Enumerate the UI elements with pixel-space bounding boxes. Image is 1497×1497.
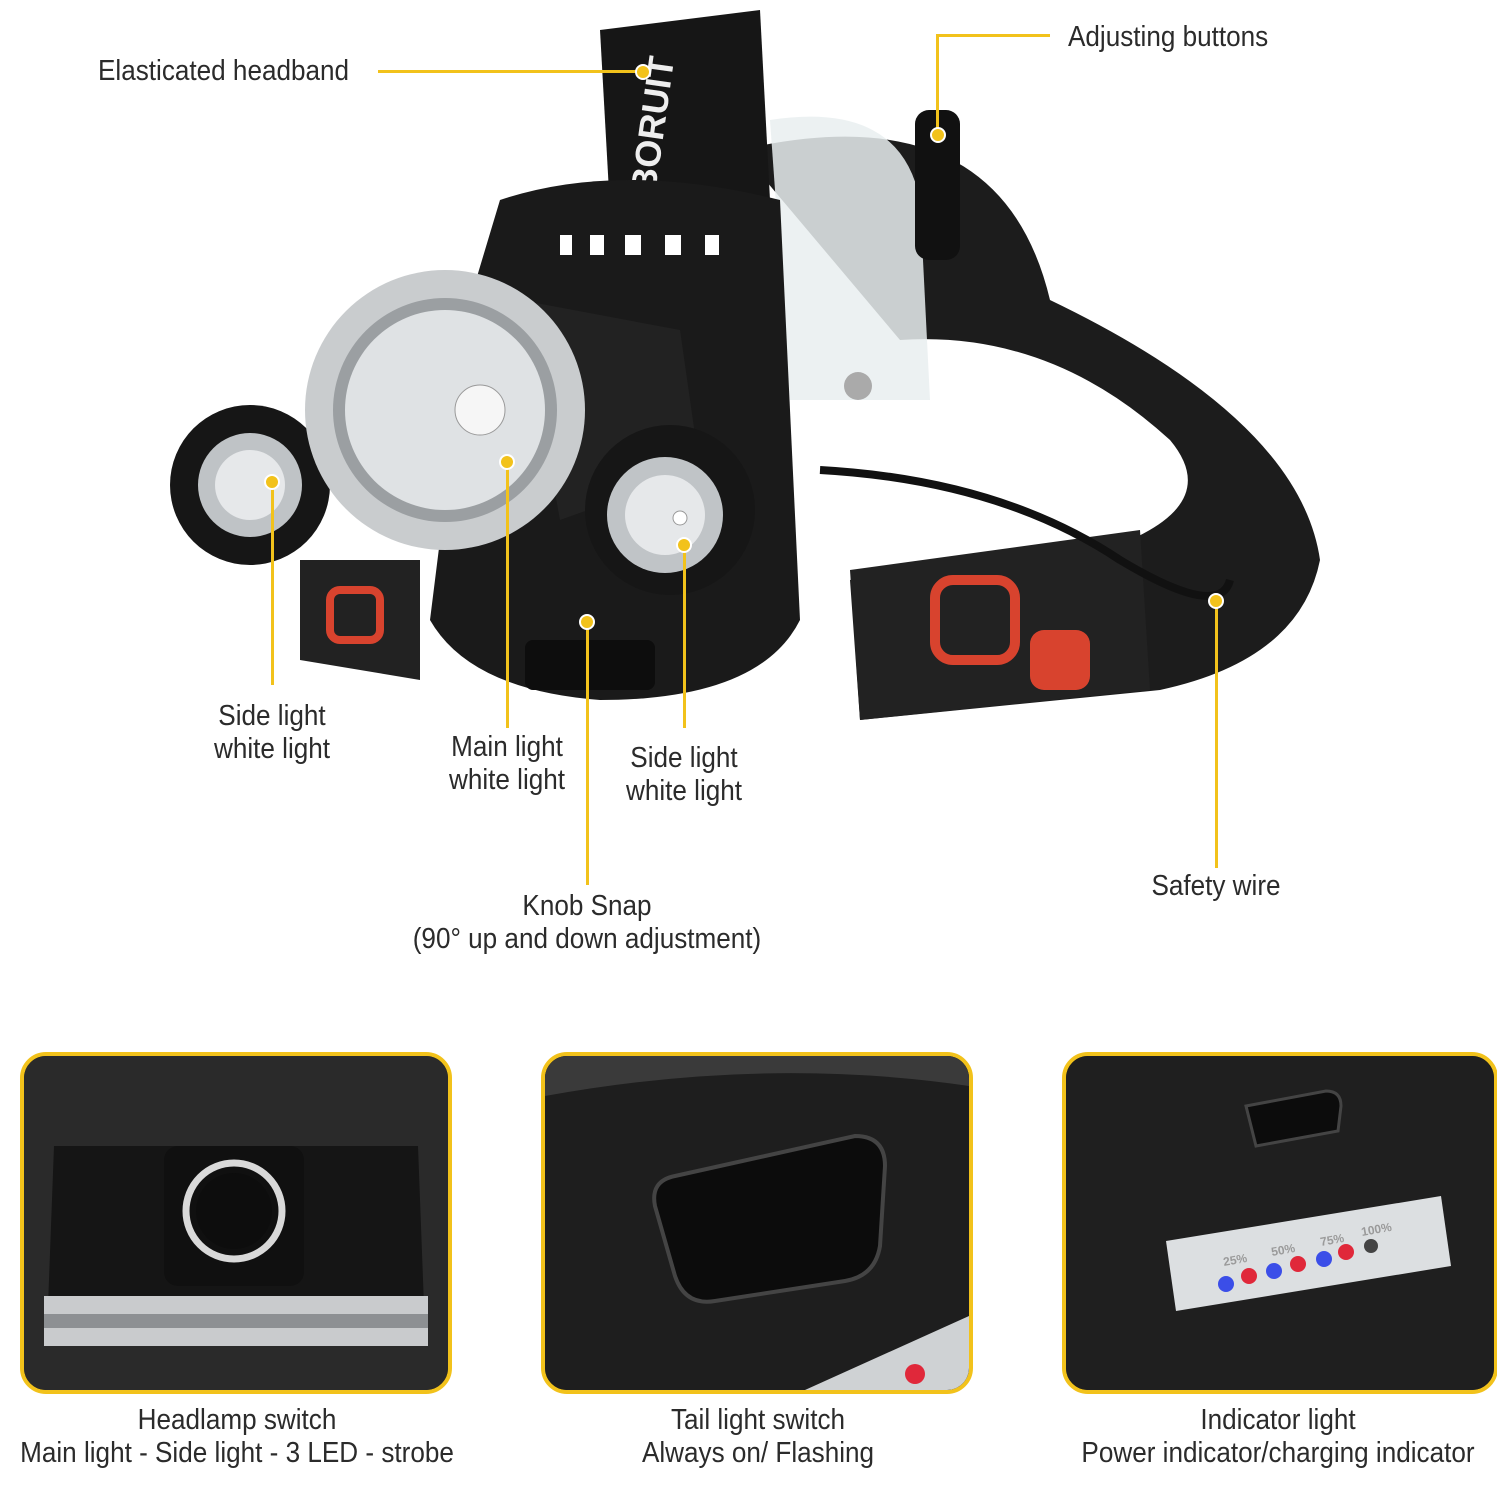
label-headband: Elasticated headband xyxy=(98,55,350,87)
side-left-leader xyxy=(271,482,274,685)
label-line: (90° up and down adjustment) xyxy=(412,923,762,955)
label-adjusting-buttons: Adjusting buttons xyxy=(1068,21,1269,53)
label-knob-snap: Knob Snap (90° up and down adjustment) xyxy=(362,890,812,956)
label-line: Side light xyxy=(218,700,326,732)
caption-subtitle: Main light - Side light - 3 LED - strobe xyxy=(20,1437,454,1469)
main-leader xyxy=(506,462,509,728)
tail-switch-button-icon xyxy=(652,1133,888,1304)
side-left-dot xyxy=(264,474,280,490)
label-side-light-right: Side light white light xyxy=(594,742,774,808)
indicator-level-labels: 25% 50% 75% 100% xyxy=(1222,1220,1393,1269)
knob-leader xyxy=(586,622,589,885)
side-right-dot xyxy=(676,537,692,553)
panel-indicator-light: 25% 50% 75% 100% xyxy=(1062,1052,1497,1394)
strap-pattern xyxy=(326,586,384,644)
label-side-light-left: Side light white light xyxy=(182,700,362,766)
clear-strap xyxy=(770,116,930,401)
caption-title: Tail light switch xyxy=(670,1404,846,1436)
main-dot xyxy=(499,454,515,470)
panel-headlamp-switch xyxy=(20,1052,452,1394)
adjusting-dot xyxy=(930,127,946,143)
right-side-light xyxy=(585,425,755,595)
side-right-leader xyxy=(683,545,686,728)
knob-dot xyxy=(579,614,595,630)
level-100: 100% xyxy=(1360,1220,1393,1239)
indicator-photo: 25% 50% 75% 100% xyxy=(1066,1056,1494,1390)
main-light xyxy=(305,270,700,550)
caption-headlamp-switch: Headlamp switch Main light - Side light … xyxy=(12,1404,462,1470)
headlamp-illustration: BORUIT xyxy=(170,10,1320,720)
rivet xyxy=(844,372,872,400)
label-line: Knob Snap xyxy=(522,890,652,922)
tail-switch-photo xyxy=(545,1056,969,1390)
adjusting-leader-v xyxy=(936,34,939,134)
headband-leader xyxy=(378,70,642,73)
caption-title: Indicator light xyxy=(1200,1404,1356,1436)
adjusting-leader xyxy=(936,34,1050,37)
knob-snap xyxy=(525,640,655,690)
headband-dot xyxy=(635,64,651,80)
label-line: Side light xyxy=(630,742,738,774)
caption-subtitle: Always on/ Flashing xyxy=(641,1437,875,1469)
caption-title: Headlamp switch xyxy=(137,1404,337,1436)
safety-dot xyxy=(1208,593,1224,609)
adjusting-buckle xyxy=(915,110,960,260)
label-line: white light xyxy=(213,733,331,765)
left-side-light xyxy=(170,405,330,565)
top-strap xyxy=(600,10,770,210)
level-50: 50% xyxy=(1270,1241,1296,1259)
panel-tail-light-switch xyxy=(541,1052,973,1394)
level-25: 25% xyxy=(1222,1251,1248,1269)
level-75: 75% xyxy=(1319,1231,1345,1249)
label-line: Main light xyxy=(451,731,563,763)
caption-tail-light-switch: Tail light switch Always on/ Flashing xyxy=(533,1404,983,1470)
caption-subtitle: Power indicator/charging indicator xyxy=(1081,1437,1475,1469)
safety-leader xyxy=(1215,600,1218,868)
left-strap xyxy=(300,560,420,680)
side-strap xyxy=(850,530,1150,720)
label-line: white light xyxy=(625,775,743,807)
label-safety-wire: Safety wire xyxy=(1151,870,1281,902)
indicator-leds xyxy=(1218,1239,1378,1292)
vent-slots xyxy=(560,235,719,255)
caption-indicator-light: Indicator light Power indicator/charging… xyxy=(1035,1404,1497,1470)
indicator-panel xyxy=(1166,1196,1451,1311)
label-line: white light xyxy=(448,764,566,796)
power-button-icon xyxy=(182,1159,286,1263)
strap-pattern xyxy=(1030,630,1090,690)
strap-pattern xyxy=(930,575,1020,665)
label-main-light: Main light white light xyxy=(417,731,597,797)
headlamp-switch-photo xyxy=(24,1056,448,1390)
